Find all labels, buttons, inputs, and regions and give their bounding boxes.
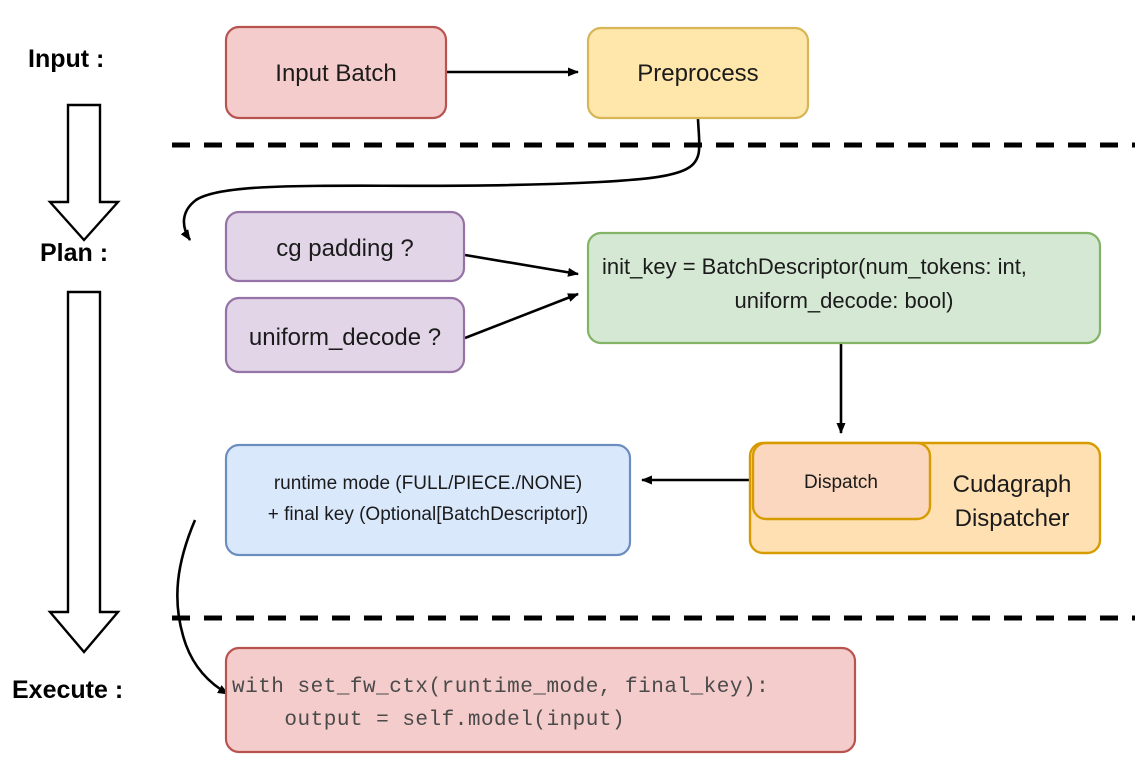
edge-uniform-decode-to-init-key: [464, 292, 579, 340]
stage-label-execute: Execute :: [12, 676, 123, 704]
execute-code-line1: with set_fw_ctx(runtime_mode, final_key)…: [232, 676, 769, 699]
plan-to-execute-arrow: [47, 290, 121, 654]
runtime-mode-label-line2: + final key (Optional[BatchDescriptor]): [268, 504, 589, 525]
input-batch-label: Input Batch: [275, 60, 396, 87]
node-execute-code[interactable]: with set_fw_ctx(runtime_mode, final_key)…: [224, 646, 857, 754]
dispatch-box[interactable]: [751, 441, 932, 521]
node-runtime-mode[interactable]: runtime mode (FULL/PIECE./NONE) + final …: [224, 443, 632, 557]
cg-padding-box[interactable]: [224, 210, 466, 283]
dispatch-label: Dispatch: [804, 472, 878, 493]
cudagraph-dispatcher-label-line2: Dispatcher: [955, 505, 1070, 532]
cudagraph-dispatcher-label-line1: Cudagraph: [953, 471, 1072, 498]
uniform-decode-label: uniform_decode ?: [249, 324, 441, 351]
init-key-label-line2: uniform_decode: bool): [735, 288, 954, 313]
input-batch-box[interactable]: [224, 25, 448, 120]
edge-runtime-mode-to-execute-code: [176, 519, 229, 696]
node-input-batch[interactable]: Input Batch: [224, 25, 448, 120]
node-init-key[interactable]: init_key = BatchDescriptor(num_tokens: i…: [586, 231, 1102, 345]
node-cg-padding[interactable]: cg padding ?: [224, 210, 466, 283]
init-key-box[interactable]: [586, 231, 1102, 345]
node-dispatch[interactable]: Dispatch: [751, 441, 932, 521]
cg-padding-label: cg padding ?: [276, 235, 413, 262]
node-preprocess[interactable]: Preprocess: [586, 26, 810, 120]
runtime-mode-box[interactable]: [224, 443, 632, 557]
preprocess-label: Preprocess: [637, 60, 758, 87]
preprocess-box[interactable]: [586, 26, 810, 120]
init-key-label-line1: init_key = BatchDescriptor(num_tokens: i…: [602, 254, 1027, 279]
execute-code-line2: output = self.model(input): [232, 709, 625, 732]
uniform-decode-box[interactable]: [224, 296, 466, 374]
execute-code-box[interactable]: [224, 646, 857, 754]
input-to-plan-arrow: [47, 103, 121, 242]
edge-preprocess-to-cg-padding: [180, 118, 701, 241]
runtime-mode-label-line1: runtime mode (FULL/PIECE./NONE): [274, 473, 582, 494]
node-uniform-decode[interactable]: uniform_decode ?: [224, 296, 466, 374]
edge-cg-padding-to-init-key: [464, 253, 579, 277]
stage-label-plan: Plan :: [40, 239, 108, 267]
stage-label-input: Input :: [28, 45, 104, 73]
